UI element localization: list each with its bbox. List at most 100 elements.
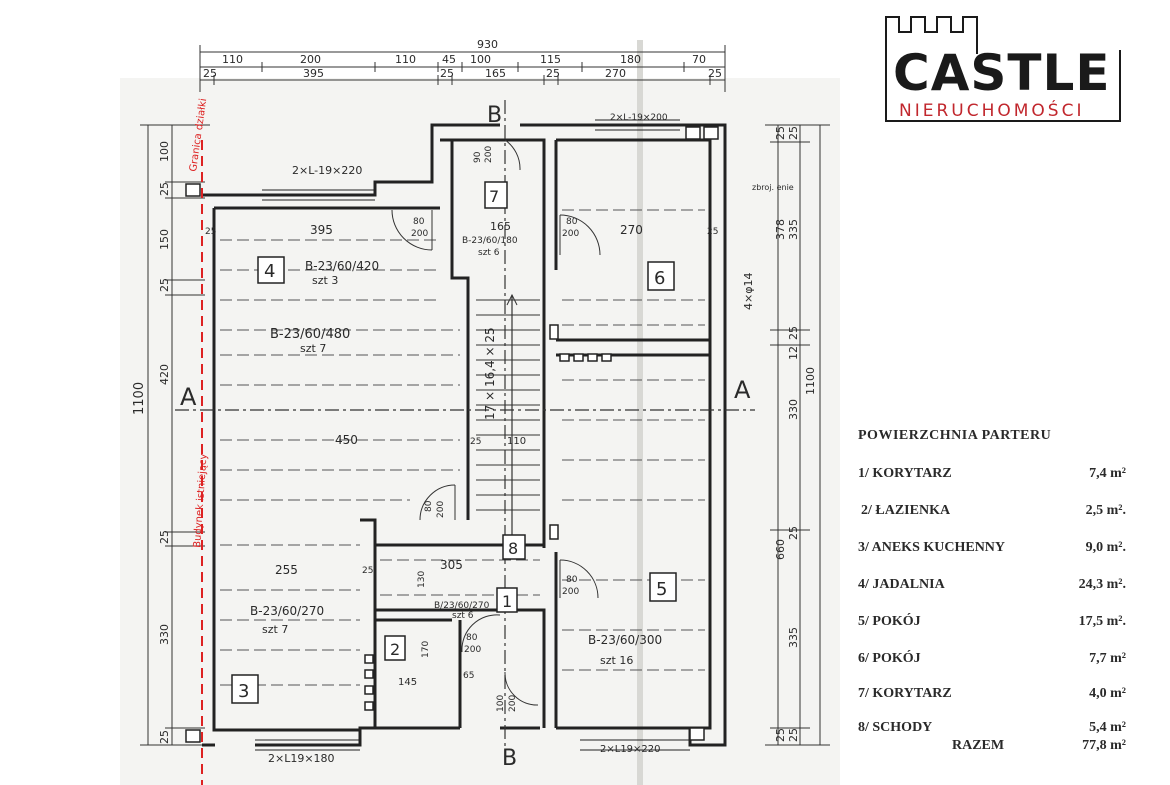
area-table-title: POWIERZCHNIA PARTERU (858, 428, 1052, 443)
company-logo: CASTLE NIERUCHOMOŚCI (885, 14, 1121, 122)
dim-65: 65 (463, 671, 474, 681)
slab-mid-label: B-23/60/480 (270, 327, 350, 342)
dim-top2-270: 270 (605, 67, 626, 80)
door-200-g: 200 (484, 146, 494, 163)
area-total-value: 77,8 m² (1082, 738, 1126, 753)
dim-165: 165 (490, 220, 511, 233)
castle-battlement-icon (885, 16, 978, 54)
door-80-b: 80 (566, 217, 578, 227)
area-row-value: 4,0 m² (1089, 686, 1126, 701)
door-200-c: 200 (562, 587, 579, 597)
slab-3-count: szt 7 (262, 623, 288, 636)
dim-305: 305 (440, 558, 463, 572)
dim-top-110b: 110 (395, 53, 416, 66)
dim-left-25d: 25 (158, 730, 171, 744)
dim-right-25c: 25 (787, 326, 800, 340)
lintel-bottom-left: 2×L19×180 (268, 752, 335, 765)
lintel-bottom-right: 2×L19×220 (600, 744, 661, 755)
dim-130: 130 (417, 571, 427, 588)
dim-top-70: 70 (692, 53, 706, 66)
room-number-8: 8 (508, 539, 518, 558)
slab-7-count: szt 6 (478, 248, 500, 258)
wall-note: zbroj. enie (752, 183, 794, 192)
area-row-name: 6/ POKÓJ (858, 651, 921, 666)
dim-right-12: 12 (787, 346, 800, 360)
dim-top-100: 100 (470, 53, 491, 66)
area-total-label: RAZEM (952, 738, 1005, 753)
area-row: 4/ JADALNIA 24,3 m². (856, 577, 1126, 595)
area-row: 8/ SCHODY 5,4 m² (856, 720, 1126, 738)
door-200-a: 200 (411, 229, 428, 239)
room-number-4: 4 (264, 261, 275, 282)
dim-left-150: 150 (158, 229, 171, 250)
slab-5-count: szt 16 (600, 654, 633, 667)
slab-lines (220, 209, 705, 686)
area-row-value: 17,5 m². (1078, 614, 1126, 629)
area-row-value: 24,3 m². (1078, 577, 1126, 592)
dim-top-overall: 930 (477, 38, 498, 51)
area-row: 1/ KORYTARZ 7,4 m² (856, 466, 1126, 484)
area-row-value: 2,5 m². (1085, 503, 1126, 518)
door-200-d: 200 (464, 645, 481, 655)
dim-top2-25b: 25 (440, 67, 454, 80)
room-number-boxes (231, 181, 677, 704)
room-number-2: 2 (390, 640, 400, 659)
dim-top-45: 45 (442, 53, 456, 66)
lintel-top-right: 2×L-19×200 (610, 113, 668, 123)
dim-right-330: 330 (787, 399, 800, 420)
dim-right-335b: 335 (787, 627, 800, 648)
area-row-name: 2/ ŁAZIENKA (861, 503, 951, 518)
area-row-name: 1/ KORYTARZ (858, 466, 952, 481)
dim-left-overall: 1100 (132, 382, 147, 415)
area-row: 7/ KORYTARZ 4,0 m² (856, 686, 1126, 704)
dim-right-25f: 25 (787, 728, 800, 742)
dim-270: 270 (620, 223, 643, 237)
dim-top-110a: 110 (222, 53, 243, 66)
slab-3-label: B-23/60/270 (250, 604, 324, 618)
windows (255, 119, 690, 751)
room-number-7: 7 (489, 187, 499, 206)
dimension-lines (140, 45, 830, 746)
dim-left-100: 100 (158, 141, 171, 162)
section-mark-a-right: A (734, 376, 751, 404)
slab-1-count: szt 6 (452, 611, 474, 621)
door-100: 100 (496, 695, 506, 712)
door-200-f: 200 (508, 695, 518, 712)
dim-left-420: 420 (158, 364, 171, 385)
door-80-c: 80 (566, 575, 578, 585)
area-row-value: 7,4 m² (1089, 466, 1126, 481)
slab-4-count: szt 3 (312, 274, 338, 287)
dim-top2-395: 395 (303, 67, 324, 80)
logo-title: CASTLE (893, 44, 1111, 102)
door-80-d: 80 (466, 633, 478, 643)
dim-right-25b: 25 (787, 126, 800, 140)
area-row-name: 3/ ANEKS KUCHENNY (858, 540, 1006, 555)
wall-openings (185, 126, 719, 743)
wall-reinforcement: 4×φ14 (742, 273, 755, 310)
area-row: 3/ ANEKS KUCHENNY 9,0 m². (856, 540, 1126, 558)
area-row: 6/ POKÓJ 7,7 m² (856, 651, 1126, 669)
area-row-name: 4/ JADALNIA (858, 577, 945, 592)
dim-left-25b: 25 (158, 278, 171, 292)
slab-mid-count: szt 7 (300, 342, 326, 355)
area-row-name: 8/ SCHODY (858, 720, 933, 735)
walls (202, 123, 727, 747)
door-80-e: 80 (424, 500, 434, 512)
dim-25-b: 25 (470, 437, 481, 447)
dim-right-overall: 1100 (804, 367, 817, 395)
dim-right-25e: 25 (774, 728, 787, 742)
dim-right-25d: 25 (787, 526, 800, 540)
area-row-value: 9,0 m². (1085, 540, 1126, 555)
dim-top2-25a: 25 (203, 67, 217, 80)
dim-25-a: 25 (205, 227, 216, 237)
area-total-row: RAZEM 77,8 m² (856, 738, 1126, 756)
dim-top2-25d: 25 (708, 67, 722, 80)
dim-top-115: 115 (540, 53, 561, 66)
room-number-3: 3 (238, 681, 249, 702)
dim-110: 110 (507, 436, 526, 447)
area-row-value: 7,7 m² (1089, 651, 1126, 666)
dim-top2-165: 165 (485, 67, 506, 80)
dim-170: 170 (421, 641, 431, 658)
dim-left-25a: 25 (158, 182, 171, 196)
